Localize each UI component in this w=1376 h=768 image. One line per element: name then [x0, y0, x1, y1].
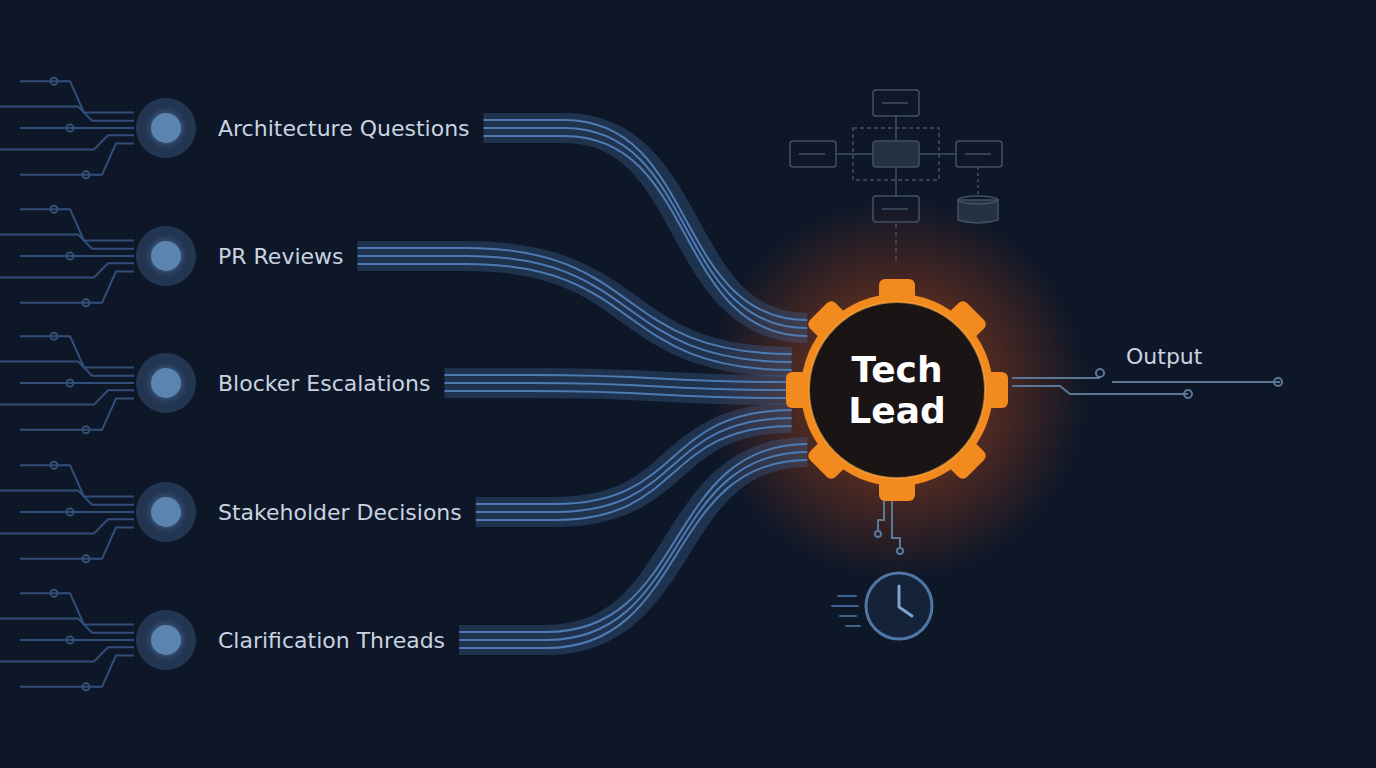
connector-band [358, 256, 792, 362]
circuit-trace [20, 593, 134, 624]
hub-pins [875, 498, 903, 554]
input-dot-core [151, 241, 181, 271]
input-connector [358, 248, 792, 370]
trace-pad [67, 637, 74, 644]
connector-line [484, 120, 808, 320]
input-connector [444, 375, 788, 398]
trace-pad [67, 380, 74, 387]
input-label: Clarification Threads [218, 628, 445, 653]
circuit-trace [0, 234, 134, 248]
trace-pad [51, 78, 58, 85]
input-dot [136, 610, 196, 670]
input-connector [459, 444, 807, 648]
circuit-trace [20, 209, 134, 240]
connector-line [444, 383, 788, 390]
input-dot [136, 353, 196, 413]
trace-pad [67, 125, 74, 132]
circuit-traces [0, 78, 134, 691]
hub-gear: Tech Lead [782, 275, 1012, 505]
circuit-trace [20, 465, 134, 496]
input-dot [136, 226, 196, 286]
circuit-trace [20, 399, 134, 430]
input-label: PR Reviews [218, 244, 344, 269]
trace-pad [51, 333, 58, 340]
trace-pad [51, 462, 58, 469]
connector-line [459, 460, 807, 648]
input-dot [136, 98, 196, 158]
circuit-trace [20, 144, 134, 175]
input-dot-core [151, 113, 181, 143]
circuit-trace [20, 511, 134, 513]
circuit-trace [20, 639, 134, 641]
trace-pad [83, 171, 90, 178]
input-dot-core [151, 625, 181, 655]
input-label: Architecture Questions [218, 116, 470, 141]
input-dot [136, 482, 196, 542]
trace-pad [83, 683, 90, 690]
connector-band [444, 383, 788, 390]
circuit-trace [0, 361, 134, 375]
input-node: Clarification Threads [136, 610, 445, 670]
circuit-trace [20, 272, 134, 303]
connector-line [358, 256, 792, 362]
trace-pad [67, 509, 74, 516]
circuit-trace [0, 618, 134, 632]
clock-icon [832, 573, 932, 639]
circuit-trace [20, 336, 134, 367]
input-node: Blocker Escalations [136, 353, 430, 413]
trace-pad [67, 253, 74, 260]
output-wires [1012, 369, 1282, 398]
connector-line [358, 264, 792, 370]
connector-line [444, 391, 788, 398]
circuit-trace [20, 127, 134, 129]
input-node: Architecture Questions [136, 98, 470, 158]
hub-label: Tech Lead [827, 349, 967, 432]
input-label: Stakeholder Decisions [218, 500, 462, 525]
trace-pad [83, 555, 90, 562]
flowchart-sketch [790, 90, 1002, 262]
circuit-trace [20, 382, 134, 384]
connector-line [444, 375, 788, 382]
trace-pad [51, 206, 58, 213]
trace-pad [51, 590, 58, 597]
circuit-trace [20, 656, 134, 687]
input-label: Blocker Escalations [218, 371, 430, 396]
output-label: Output [1126, 344, 1202, 369]
input-dot-core [151, 368, 181, 398]
circuit-trace [20, 81, 134, 112]
connector-line [484, 128, 808, 328]
trace-pad [83, 299, 90, 306]
input-node: Stakeholder Decisions [136, 482, 462, 542]
circuit-trace [0, 106, 134, 120]
input-node: PR Reviews [136, 226, 344, 286]
circuit-trace [20, 255, 134, 257]
trace-pad [83, 426, 90, 433]
circuit-trace [20, 528, 134, 559]
input-dot-core [151, 497, 181, 527]
circuit-trace [0, 490, 134, 504]
